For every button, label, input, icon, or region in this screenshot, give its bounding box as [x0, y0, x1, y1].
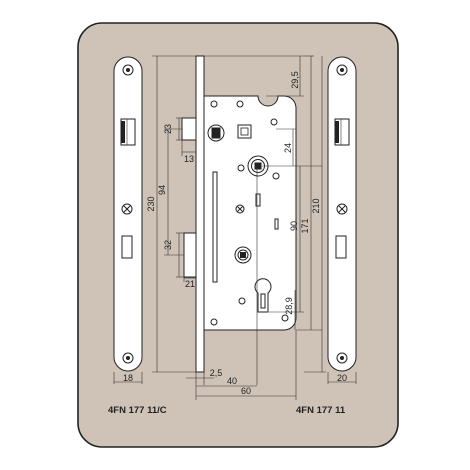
dim-210: 210 — [311, 198, 321, 213]
dim-60: 60 — [241, 386, 251, 396]
dim-20: 20 — [337, 373, 347, 383]
dim-2-5: 2,5 — [210, 368, 223, 378]
dim-171: 171 — [300, 218, 310, 233]
dim-28-9: 28,9 — [284, 297, 294, 315]
dim-24: 24 — [283, 143, 293, 153]
dim-32: 32 — [163, 240, 173, 250]
right-faceplate — [327, 56, 357, 372]
left-faceplate — [113, 56, 143, 372]
dim-18: 18 — [123, 373, 133, 383]
caption-left-model: 4FN 177 11/C — [108, 405, 167, 416]
dimension-lines — [113, 55, 357, 400]
dim-90: 90 — [289, 221, 299, 231]
dim-230: 230 — [146, 196, 156, 211]
caption-right-model: 4FN 177 11 — [296, 405, 346, 416]
lock-body — [181, 55, 297, 373]
dim-40: 40 — [227, 376, 237, 386]
dim-94: 94 — [157, 185, 167, 195]
dim-29-5: 29,5 — [290, 71, 300, 89]
dim-13: 13 — [184, 154, 194, 164]
dim-23: 23 — [163, 124, 173, 134]
dim-21: 21 — [185, 279, 195, 289]
